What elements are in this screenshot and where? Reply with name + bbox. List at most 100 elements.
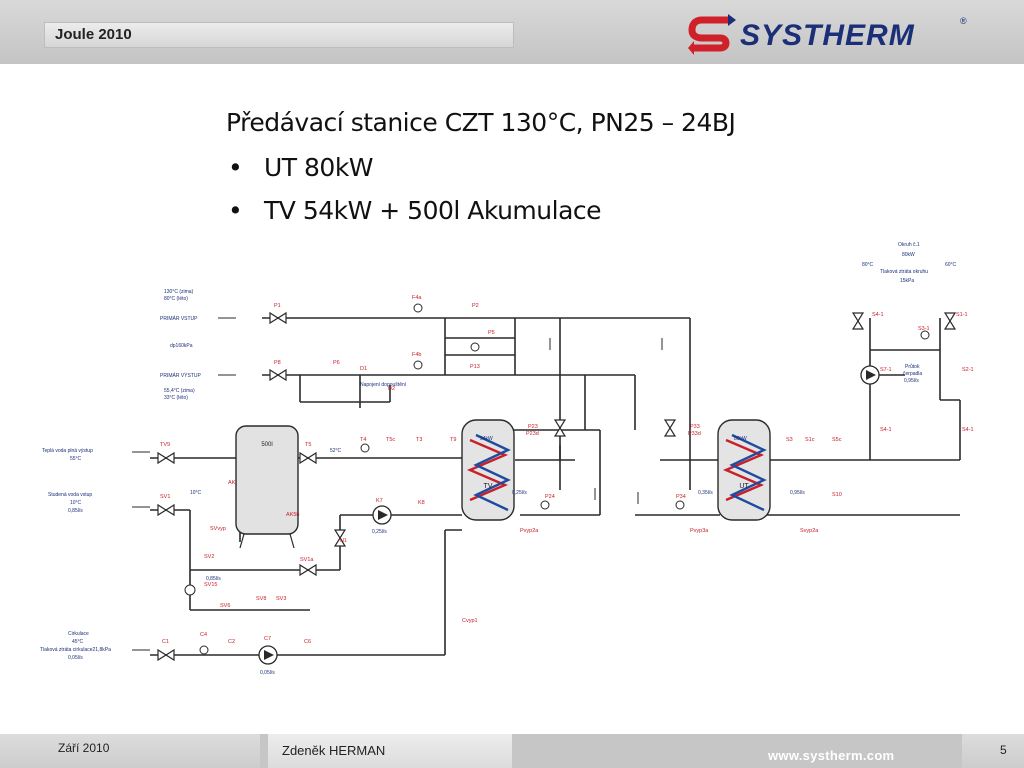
note-primary-temp1: 130°C (zima) (164, 289, 194, 295)
tag-52c: 52°C (330, 448, 342, 454)
tag-p23d: P23d (526, 431, 539, 437)
tag-p1: P1 (274, 303, 281, 309)
circuit-t2: 60°C (945, 262, 957, 268)
note-hot-water-temp: 55°C (70, 456, 82, 462)
note-return-temp1: 55,4°C (zima) (164, 388, 195, 394)
tag-f4a: F4a (412, 295, 422, 301)
tag-s4-1b: S4-1 (880, 427, 892, 433)
gauge-f4b-icon (413, 360, 423, 370)
circuit-notes: Okruh č.1 80kW 80°C 60°C Tlaková ztráta … (862, 242, 957, 384)
tag-drain: Napojení dopouštění (360, 382, 407, 388)
tag-flow-sv: 0,85l/s (206, 576, 221, 582)
left-notes: 130°C (zima) 80°C (léto) PRIMÁR VSTUP dp… (40, 289, 202, 661)
valves (157, 311, 957, 662)
tag-p8: P8 (274, 360, 281, 366)
ak-volume: 500l (261, 442, 272, 448)
systherm-s-logo-icon (688, 14, 736, 55)
tag-ak5b: AK5b (286, 512, 299, 518)
footer-author: Zdeněk HERMAN (282, 743, 386, 758)
tag-s1-1: S1-1 (956, 312, 968, 318)
gauge-p24-icon (540, 500, 550, 510)
tag-p5: P5 (488, 330, 495, 336)
tag-sv3: SV3 (276, 596, 286, 602)
tag-s5c: S5c (832, 437, 842, 443)
tag-s2-1: S2-1 (962, 367, 974, 373)
tag-10c: 10°C (190, 490, 202, 496)
tag-c2: C2 (228, 639, 235, 645)
valve-p33-icon (663, 419, 677, 437)
tag-p2: P2 (472, 303, 479, 309)
tag-s4-1c: S4-1 (962, 427, 974, 433)
tag-p33d: P33d (688, 431, 701, 437)
systherm-logo: SYSTHERM ® (688, 14, 978, 58)
tag-80kw: 80kW (734, 436, 747, 442)
note-circ-loss: Tlaková ztráta cirkulace21,8kPa (40, 647, 111, 653)
tag-t5c: T5c (386, 437, 395, 443)
tag-pvyp3a: Pvyp3a (690, 528, 709, 534)
tag-sv1: SV1 (160, 494, 170, 500)
ut-exchanger: UT (717, 419, 771, 521)
tag-svyp2a: Svyp2a (800, 528, 819, 534)
tag-k8: K8 (418, 500, 425, 506)
valve-p1-icon (269, 311, 287, 325)
note-return-temp2: 33°C (léto) (164, 395, 188, 401)
tag-cvyp1: Cvyp1 (462, 618, 478, 624)
note-cold-flow: 0,85l/s (68, 508, 83, 514)
tag-sv2: SV2 (204, 554, 214, 560)
tag-s7-1: S7-1 (880, 367, 892, 373)
valve-p23-icon (553, 419, 567, 437)
circuit-flow-val: 0,95l/s (904, 378, 919, 384)
tag-p13: P13 (470, 364, 480, 370)
tag-n1: N1 (340, 538, 347, 544)
tv-label: TV (484, 483, 493, 490)
valve-p8-icon (269, 368, 287, 382)
note-primary-in: PRIMÁR VSTUP (160, 315, 198, 322)
tag-t4: T4 (360, 437, 366, 443)
tag-c6: C6 (304, 639, 311, 645)
header-title-tab: Joule 2010 (44, 22, 514, 48)
circuit-power: 80kW (902, 252, 915, 258)
gauge-f4a-icon (413, 303, 423, 313)
tag-sv15: SV15 (204, 582, 217, 588)
tag-c7: C7 (264, 636, 271, 642)
tag-s1c: S1c (805, 437, 815, 443)
tag-s4-1: S4-1 (872, 312, 884, 318)
valve-tv9-icon (157, 451, 175, 465)
note-dp: dp160kPa (170, 343, 193, 349)
tag-c4: C4 (200, 632, 207, 638)
tag-p23: P23 (528, 424, 538, 430)
tag-54kw: 54kW (480, 436, 493, 442)
note-hot-water-out: Teplá voda plná výstup (42, 448, 93, 454)
header-title: Joule 2010 (55, 26, 132, 43)
tag-p34: P34 (676, 494, 686, 500)
gauge-p34-icon (675, 500, 685, 510)
tag-svvyp: SVvyp (210, 526, 226, 532)
valve-sv1-icon (157, 503, 175, 517)
tag-flow-ut2: 0,35l/s (698, 490, 713, 496)
tag-ak: AK (228, 480, 236, 486)
registered-mark: ® (960, 16, 967, 26)
gauge-p5-icon (470, 342, 480, 352)
footer-page-box: 5 (962, 734, 1024, 768)
accumulation-tank: 500l (235, 425, 299, 549)
note-circulation: Cirkulace (68, 631, 89, 637)
slide-title: Předávací stanice CZT 130°C, PN25 – 24BJ (226, 108, 736, 137)
page-number: 5 (1000, 743, 1007, 757)
circuit-loss: Tlaková ztráta okruhu (880, 269, 928, 275)
tag-flow-c7: 0,05l/s (260, 670, 275, 676)
circuit-name: Okruh č.1 (898, 242, 920, 248)
tag-flow-k7: 0,25l/s (372, 529, 387, 535)
note-primary-out: PRIMÁR VÝSTUP (160, 372, 202, 379)
pipe-network (150, 317, 961, 656)
valve-sv1a-icon (299, 563, 317, 577)
gauge-sv15-icon (184, 584, 196, 596)
circuit-loss-val: 15kPa (900, 278, 914, 284)
tag-s3-1: S3-1 (918, 326, 930, 332)
instruments (184, 303, 930, 655)
circuit-t1: 80°C (862, 262, 874, 268)
component-tags: P1 F4a P2 P5 P8 P6 D1 D2 F4b P13 TV9 T5 … (160, 295, 974, 645)
circuit-flow: Průtok (905, 363, 920, 370)
pump-arrows (264, 370, 876, 660)
circuit-pump: čerpadla (903, 371, 922, 377)
tag-tv9: TV9 (160, 442, 170, 448)
